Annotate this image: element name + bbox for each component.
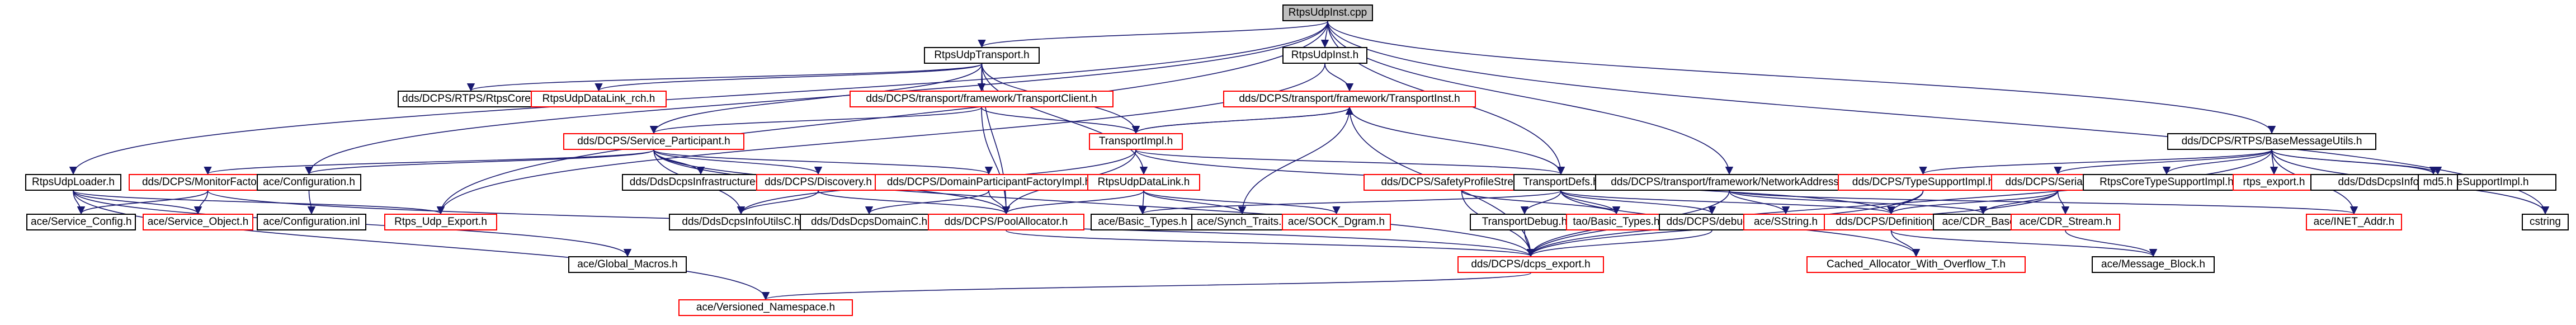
node-message-block-h[interactable]: ace/Message_Block.h (2092, 256, 2215, 273)
edge-rtpsudploader-h-to-versioned-namespace-h (73, 190, 770, 300)
node-rtpsudploader-h[interactable]: RtpsUdpLoader.h (25, 174, 121, 191)
node-service-object-h[interactable]: ace/Service_Object.h (143, 214, 253, 230)
edge-rtpsudploader-h-to-service-object-h (73, 190, 202, 215)
node-md5-h[interactable]: md5.h (2418, 174, 2458, 191)
edge-transportimpl-h-to-transportinst-h (1135, 106, 1353, 134)
node-sock-dgram-h[interactable]: ace/SOCK_Dgram.h (1282, 214, 1391, 230)
edge-discovery-h-to-poolallocator-h (818, 190, 1010, 215)
edge-transportinst-h-to-transportdefs-h (1349, 107, 1565, 175)
edge-transportdefs-h-to-definitions-h (1560, 190, 1895, 215)
edge-basemessageutils-h-to-serializer-h (2054, 149, 2272, 175)
node-rtpsudptransport-h[interactable]: RtpsUdpTransport.h (924, 47, 1040, 64)
node-service-config-h[interactable]: ace/Service_Config.h (26, 214, 136, 230)
node-versioned-namespace-h[interactable]: ace/Versioned_Namespace.h (678, 299, 853, 316)
edge-monitorfactory-h-to-service-config-h (77, 190, 209, 215)
edge-networkaddress-h-to-inet-addr-h (1729, 190, 2358, 215)
edge-safetyprofilestreams-h-to-tao-basic-types-h (1461, 190, 1621, 215)
edge-rtpsudpdatalink-h-to-sock-dgram-h (1143, 190, 1341, 215)
node-service-participant-h[interactable]: dds/DCPS/Service_Participant.h (563, 133, 744, 150)
edge-networkaddress-h-to-cdr-base-h (1729, 190, 1987, 215)
edge-rtpsudploader-h-to-rtps-udp-export-h (73, 190, 445, 215)
edge-rtpsudpinst-cpp-to-configuration-h (305, 21, 1328, 175)
node-rtps-udp-export-h[interactable]: Rtps_Udp_Export.h (384, 214, 497, 230)
node-configuration-inl[interactable]: ace/Configuration.inl (257, 214, 366, 230)
edge-transportdebug-h-to-dcps-export-h (1524, 230, 1535, 257)
node-rtpsudpdatalink-h[interactable]: RtpsUdpDataLink.h (1087, 174, 1200, 191)
node-transportdebug-h[interactable]: TransportDebug.h (1470, 214, 1579, 230)
edge-configuration-h-to-configuration-inl (307, 190, 316, 215)
edge-rtpsudptransport-h-to-service-participant-h (649, 63, 983, 134)
edge-rtpsudpdatalink-h-to-synch-traits-h (1143, 190, 1247, 215)
edge-rtpsudptransport-h-to-rtpscorec-h (467, 63, 983, 92)
edge-transportclient-h-to-service-participant-h (650, 107, 982, 134)
edge-service-participant-h-to-dcps-export-h (653, 149, 1535, 257)
edge-basemessageutils-h-to-md5-h (2271, 149, 2442, 175)
edge-domainparticipantfactoryimpl-h-to-ddsdcpsdomainc-h (865, 190, 989, 215)
edge-dcps-export-h-to-versioned-namespace-h (762, 272, 1531, 300)
edge-dcps-debug-h-to-dcps-export-h (1526, 230, 1712, 257)
edge-networkaddress-h-to-sstring-h (1729, 190, 1790, 215)
edge-poolallocator-h-to-dcps-export-h (1006, 230, 1535, 257)
node-rtps-export-h[interactable]: rtps_export.h (2233, 174, 2315, 191)
node-typesupportimpl-h[interactable]: dds/DCPS/TypeSupportImpl.h (1838, 174, 2008, 191)
node-configuration-h[interactable]: ace/Configuration.h (257, 174, 361, 191)
edge-serializer-h-to-cdr-stream-h (2057, 190, 2070, 215)
node-sstring-h[interactable]: ace/SString.h (1743, 214, 1828, 230)
edge-cdr-stream-h-to-message-block-h (2065, 230, 2158, 257)
node-basemessageutils-h[interactable]: dds/DCPS/RTPS/BaseMessageUtils.h (2167, 133, 2376, 150)
edge-rtpsudpinst-cpp-to-rtpsudploader-h (69, 21, 1328, 175)
node-transportclient-h[interactable]: dds/DCPS/transport/framework/TransportCl… (850, 91, 1114, 107)
edge-basemessageutils-h-to-rtpscoretypesupportimpl-h (2162, 149, 2272, 175)
node-ddsdcpsinfrastructurec-h[interactable]: dds/DdsDcpsInfrastructureC.h (622, 174, 780, 191)
node-cached-allocator-h[interactable]: Cached_Allocator_With_Overflow_T.h (1806, 256, 2026, 273)
edge-rtpsudpdatalink-h-to-poolallocator-h (1002, 190, 1144, 215)
edge-transportclient-h-to-transportimpl-h (981, 107, 1140, 134)
edge-definitions-h-to-cached-allocator-h (1890, 230, 1921, 257)
edge-serializer-h-to-cdr-base-h (1979, 190, 2059, 215)
edge-rtpsudpdatalink-h-to-basic-types-h (1138, 190, 1147, 215)
node-discovery-h[interactable]: dds/DCPS/Discovery.h (756, 174, 880, 191)
node-tao-basic-types-h[interactable]: tao/Basic_Types.h (1566, 214, 1667, 230)
edge-definitions-h-to-message-block-h (1890, 230, 2157, 257)
edge-service-participant-h-to-monitorfactory-h (204, 149, 654, 175)
node-basic-types-h[interactable]: ace/Basic_Types.h (1091, 214, 1195, 230)
node-dcps-export-h[interactable]: dds/DCPS/dcps_export.h (1457, 256, 1604, 273)
node-rtpscoretypesupportimpl-h[interactable]: RtpsCoreTypeSupportImpl.h (2083, 174, 2251, 191)
edge-transportimpl-h-to-transportdefs-h (1135, 149, 1565, 175)
edge-transportclient-h-to-poolallocator-h (981, 107, 1011, 215)
edge-rtpsudpinst-cpp-to-rtpsudptransport-h (978, 21, 1328, 48)
edge-basemessageutils-h-to-typesupportimpl-h (1919, 149, 2272, 175)
node-ddsdcpsdomainc-h[interactable]: dds/DdsDcpsDomainC.h (800, 214, 938, 230)
node-synch-traits-h[interactable]: ace/Synch_Traits.h (1191, 214, 1293, 230)
edge-domainparticipantfactoryimpl-h-to-poolallocator-h (988, 190, 1011, 215)
node-rtpsudpinst-h[interactable]: RtpsUdpInst.h (1282, 47, 1367, 64)
node-transportimpl-h[interactable]: TransportImpl.h (1089, 133, 1183, 150)
node-ddsdcpsinfoutilsc-h[interactable]: dds/DdsDcpsInfoUtilsC.h (669, 214, 813, 230)
edge-service-participant-h-to-domainparticipantfactoryimpl-h (653, 149, 993, 175)
edge-rtpsudpinst-cpp-to-basemessageutils-h (1327, 21, 2276, 134)
node-domainparticipantfactoryimpl-h[interactable]: dds/DCPS/DomainParticipantFactoryImpl.h (875, 174, 1103, 191)
node-rtpscorec-h[interactable]: dds/DCPS/RTPS/RtpsCoreC.h (398, 91, 547, 107)
node-poolallocator-h[interactable]: dds/DCPS/PoolAllocator.h (928, 214, 1084, 230)
edge-monitorfactory-h-to-service-object-h (194, 190, 209, 215)
node-rtpsudpdatalink-rch-h[interactable]: RtpsUdpDataLink_rch.h (531, 91, 667, 107)
node-networkaddress-h[interactable]: dds/DCPS/transport/framework/NetworkAddr… (1595, 174, 1863, 191)
edge-rtpsudptransport-h-to-rtpsudpdatalink-rch-h (595, 63, 983, 92)
node-transportdefs-h[interactable]: TransportDefs.h (1513, 174, 1608, 191)
edge-serializer-h-to-definitions-h (1887, 190, 2059, 215)
node-transportinst-h[interactable]: dds/DCPS/transport/framework/TransportIn… (1223, 91, 1476, 107)
node-global-macros-h[interactable]: ace/Global_Macros.h (568, 256, 687, 273)
edge-service-participant-h-to-discovery-h (653, 149, 823, 175)
edge-rtpsudptransport-h-to-rtpsudpdatalink-h (981, 63, 1148, 175)
node-cdr-stream-h[interactable]: ace/CDR_Stream.h (2011, 214, 2120, 230)
node-rtpsudpinst-cpp[interactable]: RtpsUdpInst.cpp (1282, 4, 1373, 21)
edge-transportdefs-h-to-dcps-debug-h (1560, 190, 1716, 215)
edge-discovery-h-to-ddsdcpsinfoutilsc-h (737, 190, 819, 215)
edge-transportdefs-h-to-basic-types-h (1139, 190, 1561, 215)
edge-rtpsudpinst-h-to-transportinst-h (1324, 63, 1354, 92)
edge-service-participant-h-to-configuration-h (305, 149, 654, 175)
edge-transportdefs-h-to-tao-basic-types-h (1560, 190, 1621, 215)
node-cstring[interactable]: cstring (2522, 214, 2569, 230)
node-inet-addr-h[interactable]: ace/INET_Addr.h (2306, 214, 2402, 230)
